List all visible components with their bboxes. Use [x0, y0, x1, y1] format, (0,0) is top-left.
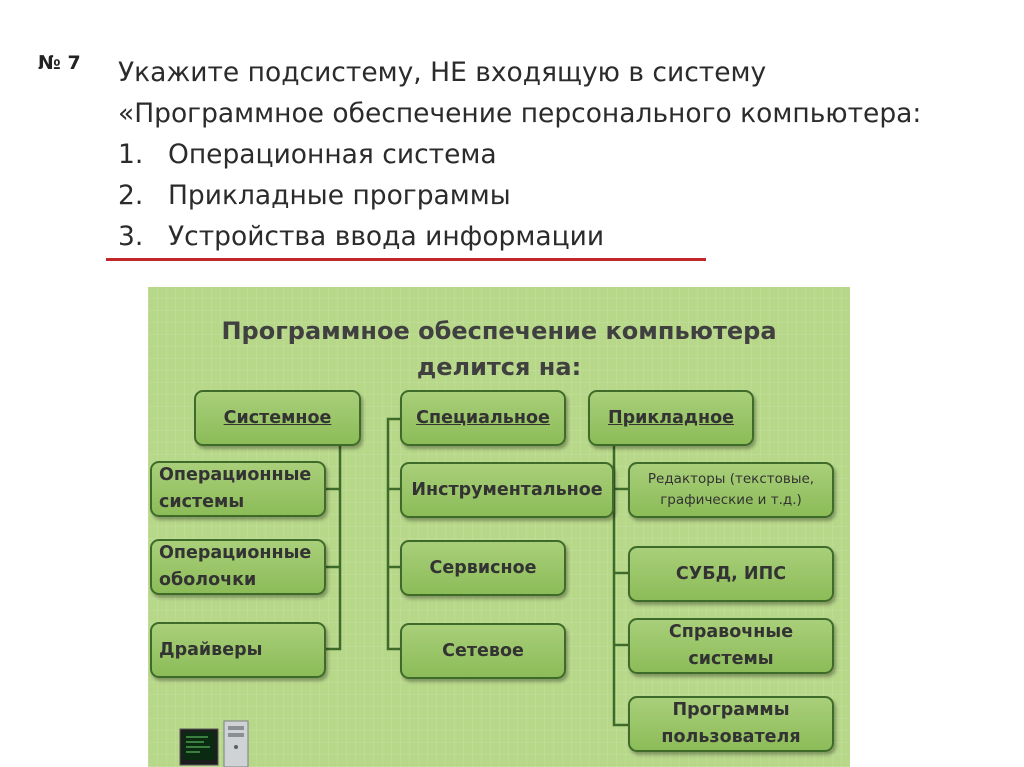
computer-icon [179, 720, 249, 767]
special-item-service: Сервисное [400, 540, 566, 596]
system-software-header-label: Системное [223, 407, 332, 428]
system-item-os: Операционные системы [150, 461, 326, 517]
applied-item-reference-label: Справочные системы [668, 622, 794, 669]
special-item-tools: Инструментальное [400, 462, 614, 518]
special-item-service-label: Сервисное [429, 557, 537, 578]
option-text: Прикладные программы [168, 180, 511, 211]
applied-item-editors-label: Редакторы (текстовые, графические и т.д.… [647, 471, 815, 508]
diagram-title-line-2: делится на: [416, 353, 582, 381]
special-software-header: Специальное [400, 390, 566, 446]
answer-option-1: 1. Операционная система [118, 134, 998, 175]
applied-software-header-label: Прикладное [607, 407, 735, 428]
diagram-title: Программное обеспечение компьютера делит… [148, 313, 850, 385]
option-text: Устройства ввода информации [168, 221, 605, 252]
connector-lines [326, 417, 630, 727]
option-number: 1. [118, 139, 144, 170]
question-number: № 7 [38, 52, 81, 74]
applied-item-user-programs-label: Программы пользователя [661, 700, 801, 747]
special-item-network-label: Сетевое [442, 640, 524, 661]
question-line-1: Укажите подсистему, НЕ входящую в систем… [118, 57, 767, 88]
question-line-2: «Программное обеспечение персонального к… [118, 98, 922, 129]
system-item-os-label: Операционные системы [159, 465, 312, 512]
answer-option-2: 2. Прикладные программы [118, 175, 998, 216]
answer-options: 1. Операционная система 2. Прикладные прог… [118, 134, 998, 257]
special-software-header-label: Специальное [416, 407, 550, 428]
applied-item-reference: Справочные системы [628, 618, 834, 674]
diagram-title-line-1: Программное обеспечение компьютера [221, 317, 777, 345]
applied-item-editors: Редакторы (текстовые, графические и т.д.… [628, 462, 834, 518]
option-number: 3. [118, 221, 144, 252]
special-item-tools-label: Инструментальное [411, 479, 603, 500]
option-number: 2. [118, 180, 144, 211]
system-item-shells: Операционные оболочки [150, 539, 326, 595]
answer-option-3: 3. Устройства ввода информации [118, 216, 998, 257]
system-software-header: Системное [194, 390, 361, 446]
applied-item-user-programs: Программы пользователя [628, 696, 834, 752]
system-item-shells-label: Операционные оболочки [159, 543, 312, 590]
special-item-network: Сетевое [400, 623, 566, 679]
system-item-drivers-label: Драйверы [159, 639, 263, 660]
applied-item-dbms: СУБД, ИПС [628, 546, 834, 602]
software-diagram: Программное обеспечение компьютера делит… [148, 287, 850, 767]
applied-software-header: Прикладное [588, 390, 754, 446]
red-divider [106, 258, 706, 261]
applied-item-dbms-label: СУБД, ИПС [675, 563, 787, 584]
option-text: Операционная система [168, 139, 497, 170]
question-text: Укажите подсистему, НЕ входящую в систем… [118, 52, 998, 257]
system-item-drivers: Драйверы [150, 622, 326, 678]
